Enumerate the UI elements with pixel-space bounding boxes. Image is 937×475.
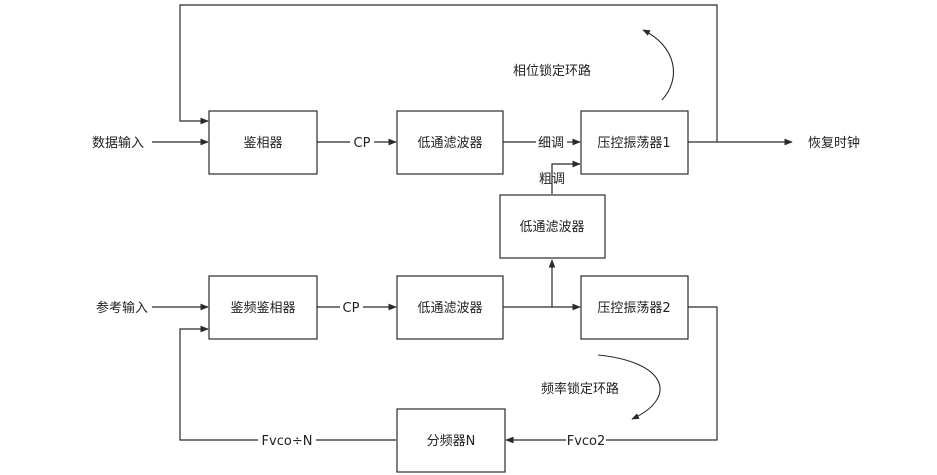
coarse-tune-label: 粗调: [539, 172, 565, 187]
freq-loop-curved-arrow-icon: [597, 354, 661, 420]
fvco-div-n-label: Fvco÷N: [262, 434, 313, 449]
lpf-bottom-label: 低通滤波器: [417, 301, 482, 316]
phase-feedback-line: [179, 4, 718, 142]
cp-bottom-label: CP: [343, 301, 360, 316]
phase-detector-block: 鉴相器: [208, 110, 318, 175]
vco1-block: 压控振荡器1: [580, 110, 689, 175]
vco2-output-line: [606, 306, 718, 441]
phase-loop-curved-arrow-icon: [642, 29, 675, 101]
fvco2-label: Fvco2: [567, 434, 606, 449]
fine-tune-label: 细调: [538, 136, 564, 151]
phase-lock-loop-label: 相位锁定环路: [513, 63, 591, 79]
pfd-block: 鉴频鉴相器: [208, 275, 318, 340]
lpf-mid-block: 低通滤波器: [499, 194, 606, 259]
lpf-mid-label: 低通滤波器: [519, 220, 584, 235]
freq-lock-loop-label: 频率锁定环路: [541, 381, 619, 397]
coarse-tune-arrow: [551, 160, 581, 194]
divider-block: 分频器N: [396, 408, 506, 473]
lpf-top-label: 低通滤波器: [417, 136, 482, 151]
divider-label: 分频器N: [427, 434, 476, 449]
recovered-clock-label: 恢复时钟: [808, 135, 860, 151]
vco2-block: 压控振荡器2: [580, 275, 689, 340]
vco2-label: 压控振荡器2: [597, 301, 670, 316]
pfd-label: 鉴频鉴相器: [230, 301, 295, 316]
cp-top-label: CP: [354, 136, 371, 151]
vco1-label: 压控振荡器1: [597, 136, 670, 151]
freq-feedback-line: [179, 325, 258, 441]
lpf-bottom-block: 低通滤波器: [396, 275, 504, 340]
phase-detector-label: 鉴相器: [243, 136, 282, 151]
data-input-label: 数据输入: [92, 135, 144, 151]
lpf-top-block: 低通滤波器: [396, 110, 504, 175]
ref-input-label: 参考输入: [96, 300, 148, 316]
